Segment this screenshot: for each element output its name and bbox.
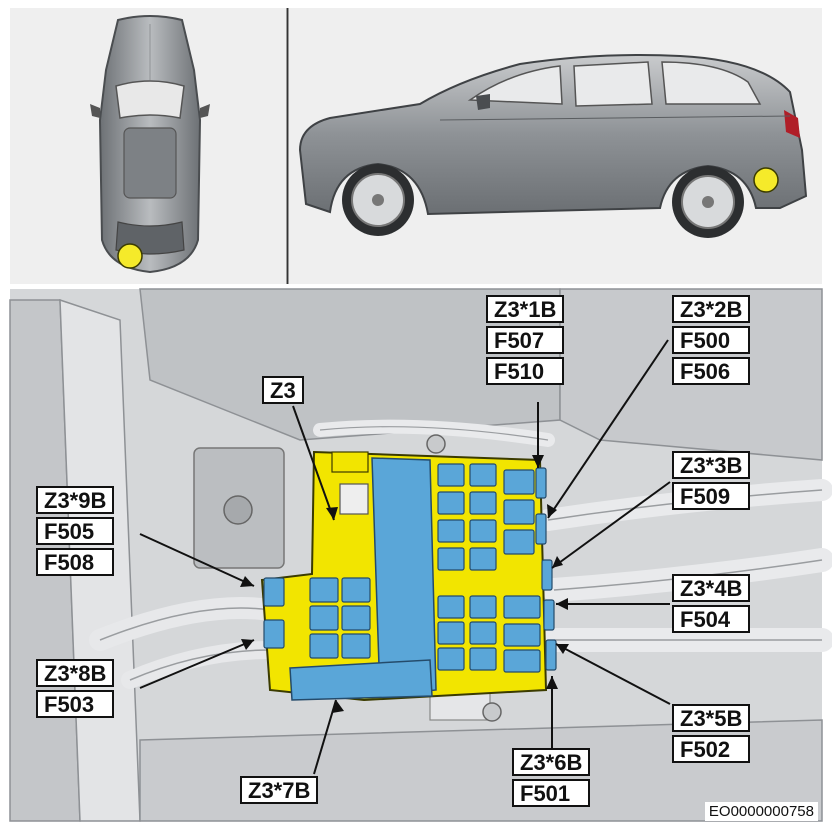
- fuse-block-17: [503, 623, 541, 647]
- callout-z3-7b: Z3*7B: [240, 776, 319, 804]
- fuse-block-23: [309, 605, 339, 631]
- fuse-block-6: [503, 499, 535, 525]
- callout-z3-5b: Z3*5B F502: [672, 704, 751, 763]
- fuse-block-26: [341, 633, 371, 659]
- car-side-view: [298, 54, 808, 238]
- label-f507: F507: [486, 326, 565, 354]
- callout-z3-9b: Z3*9B F505 F508: [36, 486, 115, 576]
- side-view-location-marker: [753, 167, 779, 193]
- label-f505: F505: [36, 517, 115, 545]
- fuse-block-22: [341, 577, 371, 603]
- label-z3-9b: Z3*9B: [36, 486, 115, 514]
- fuse-block-25: [309, 633, 339, 659]
- label-f509: F509: [672, 482, 751, 510]
- label-z3-7b: Z3*7B: [240, 776, 319, 804]
- fuse-block-31: [541, 559, 553, 591]
- figure-reference-id: EO0000000758: [704, 802, 818, 821]
- fuse-block-16: [469, 621, 497, 645]
- label-f500: F500: [672, 326, 751, 354]
- label-z3-5b: Z3*5B: [672, 704, 751, 732]
- fuse-block-8: [469, 519, 497, 543]
- fuse-block-4: [437, 491, 465, 515]
- callout-z3-3b: Z3*3B F509: [672, 451, 751, 510]
- fuse-block-28: [263, 619, 285, 649]
- fuse-block-27: [263, 577, 285, 607]
- label-f506: F506: [672, 357, 751, 385]
- label-z3-8b: Z3*8B: [36, 659, 115, 687]
- label-z3-1b: Z3*1B: [486, 295, 565, 323]
- fuse-block-29: [535, 467, 547, 499]
- callout-z3-6b: Z3*6B F501: [512, 748, 591, 807]
- callout-z3-1b: Z3*1B F507 F510: [486, 295, 565, 385]
- fuse-block-19: [469, 647, 497, 671]
- label-f501: F501: [512, 779, 591, 807]
- label-f502: F502: [672, 735, 751, 763]
- fuse-block-10: [437, 547, 465, 571]
- fuse-block-13: [469, 595, 497, 619]
- fuse-block-30: [535, 513, 547, 545]
- fuse-block-7: [437, 519, 465, 543]
- fuse-block-21: [309, 577, 339, 603]
- label-z3-6b: Z3*6B: [512, 748, 591, 776]
- label-z3-2b: Z3*2B: [672, 295, 751, 323]
- callout-arrowheads: [240, 455, 569, 713]
- label-f504: F504: [672, 605, 751, 633]
- fuse-block-20: [503, 649, 541, 673]
- callout-leaders: [139, 339, 671, 775]
- fuse-block-3: [503, 469, 535, 495]
- fuse-block-12: [437, 595, 465, 619]
- fuse-block-24: [341, 605, 371, 631]
- label-f510: F510: [486, 357, 565, 385]
- label-f503: F503: [36, 690, 115, 718]
- label-z3-3b: Z3*3B: [672, 451, 751, 479]
- callout-z3-8b: Z3*8B F503: [36, 659, 115, 718]
- fuse-block-2: [469, 463, 497, 487]
- callout-z3-2b: Z3*2B F500 F506: [672, 295, 751, 385]
- top-view-location-marker: [117, 243, 143, 269]
- fuse-block-15: [437, 621, 465, 645]
- fuse-block-32: [543, 599, 555, 631]
- fuse-block-33: [545, 639, 557, 671]
- fuse-block-14: [503, 595, 541, 619]
- label-f508: F508: [36, 548, 115, 576]
- callout-z3: Z3: [262, 376, 304, 404]
- label-z3: Z3: [262, 376, 304, 404]
- fuse-block-9: [503, 529, 535, 555]
- fuse-block-11: [469, 547, 497, 571]
- label-z3-4b: Z3*4B: [672, 574, 751, 602]
- fuse-connectors: [263, 463, 557, 673]
- fuse-block-18: [437, 647, 465, 671]
- fuse-block-5: [469, 491, 497, 515]
- callout-z3-4b: Z3*4B F504: [672, 574, 751, 633]
- fuse-block-1: [437, 463, 465, 487]
